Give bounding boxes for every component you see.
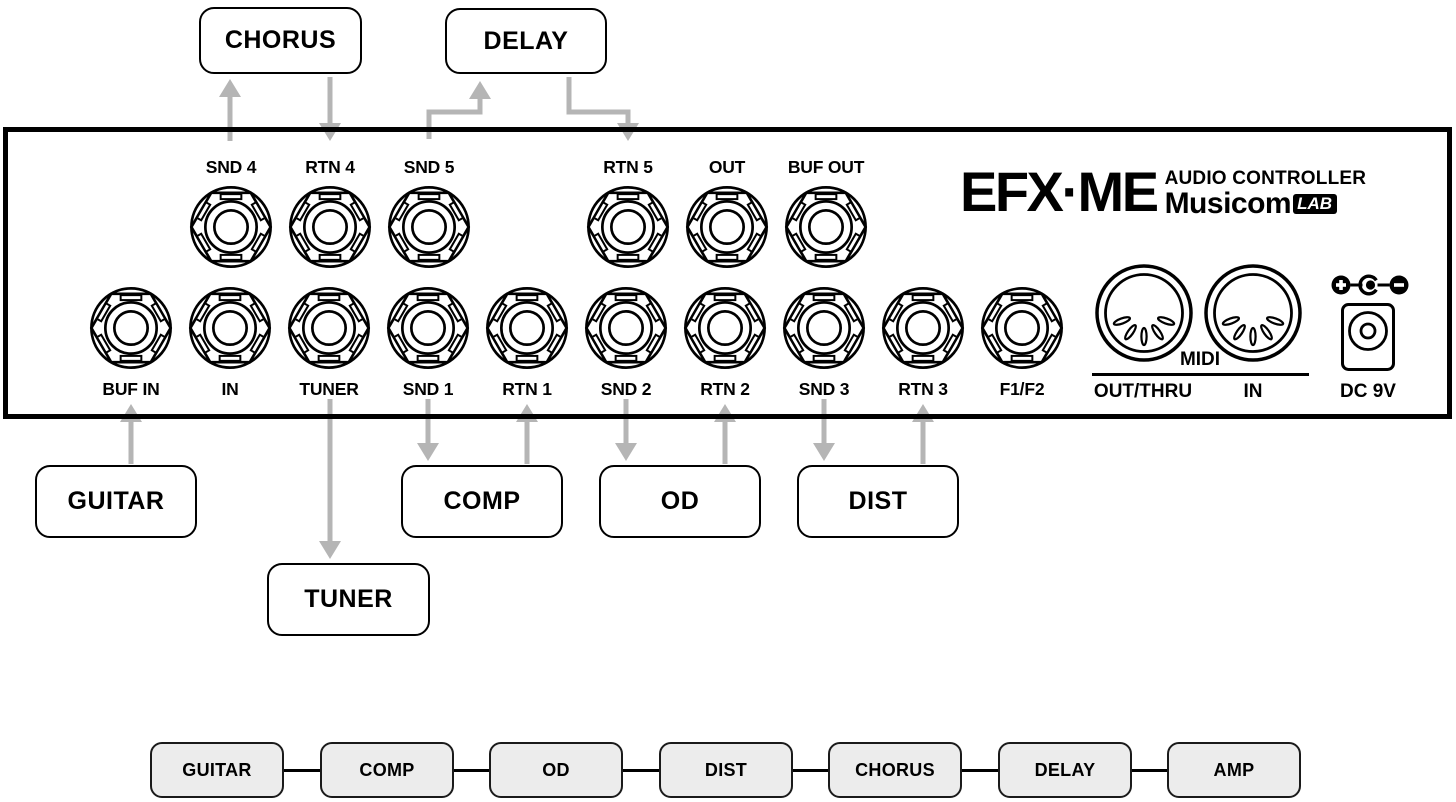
jack-label-bufin: BUF IN [102, 379, 160, 399]
pedal-box-dist: DIST [797, 465, 959, 538]
chain-item-dist-label: DIST [704, 759, 748, 780]
midi-group-label: MIDI [1179, 349, 1221, 370]
pedal-box-tuner-label: TUNER [304, 585, 393, 613]
jack-socket-icon-bufin [86, 283, 176, 373]
chain-item-guitar-label: GUITAR [182, 759, 252, 780]
jack-socket-icon-out [682, 182, 772, 272]
brand-maker-badge: LAB [1293, 194, 1338, 214]
chain-item-chorus: CHORUS [828, 742, 962, 798]
brand-tagline: AUDIO CONTROLLER [1164, 168, 1367, 189]
jack-socket-icon-rtn2 [680, 283, 770, 373]
chain-item-guitar: GUITAR [150, 742, 284, 798]
jack-label-snd1: SND 1 [402, 379, 454, 399]
jack-socket-icon-rtn5 [583, 182, 673, 272]
jack-label-f1f2: F1/F2 [999, 379, 1045, 399]
jack-label-rtn5: RTN 5 [603, 157, 653, 177]
midi-din-out-thru-icon [1094, 263, 1194, 363]
chain-item-delay-label: DELAY [1034, 759, 1096, 780]
jack-label-snd3: SND 3 [798, 379, 850, 399]
jack-socket-icon-tuner [284, 283, 374, 373]
chain-item-od-label: OD [542, 759, 570, 780]
chain-item-delay: DELAY [998, 742, 1132, 798]
jack-label-snd5: SND 5 [403, 157, 455, 177]
pedal-box-od: OD [599, 465, 761, 538]
pedal-box-guitar: GUITAR [35, 465, 197, 538]
chain-item-comp-label: COMP [359, 759, 415, 780]
midi-underline [1092, 373, 1309, 376]
pedal-box-delay: DELAY [445, 8, 607, 74]
chain-connector [284, 769, 320, 772]
pedal-box-comp-label: COMP [443, 487, 521, 515]
chain-item-amp-label: AMP [1213, 759, 1255, 780]
jack-socket-icon-snd4 [186, 182, 276, 272]
midi-out-thru-label: OUT/THRU [1093, 381, 1193, 402]
dc-jack-icon [1341, 303, 1395, 371]
jack-socket-icon-snd3 [779, 283, 869, 373]
jack-socket-icon-rtn3 [878, 283, 968, 373]
jack-socket-icon-in [185, 283, 275, 373]
brand-maker-name: Musicom [1164, 187, 1292, 220]
chain-item-amp: AMP [1167, 742, 1301, 798]
chain-connector [454, 769, 489, 772]
chain-item-dist: DIST [659, 742, 793, 798]
chain-connector [793, 769, 828, 772]
jack-socket-icon-bufout [781, 182, 871, 272]
brand-logo: EFX·ME AUDIO CONTROLLER Musicom LAB [960, 164, 1366, 220]
jack-label-rtn2: RTN 2 [700, 379, 750, 399]
jack-socket-icon-snd2 [581, 283, 671, 373]
jack-label-in: IN [221, 379, 239, 399]
jack-socket-icon-snd5 [384, 182, 474, 272]
jack-label-rtn1: RTN 1 [502, 379, 552, 399]
pedal-box-delay-label: DELAY [483, 26, 569, 55]
chain-item-od: OD [489, 742, 623, 798]
jack-socket-icon-snd1 [383, 283, 473, 373]
chain-connector [1132, 769, 1167, 772]
jack-socket-icon-rtn4 [285, 182, 375, 272]
chain-connector [623, 769, 659, 772]
pedal-box-guitar-label: GUITAR [67, 487, 165, 515]
jack-label-tuner: TUNER [299, 379, 359, 399]
pedal-box-dist-label: DIST [848, 487, 908, 515]
pedal-box-od-label: OD [660, 487, 700, 515]
jack-label-rtn4: RTN 4 [305, 157, 355, 177]
pedal-box-tuner: TUNER [267, 563, 430, 636]
jack-label-snd4: SND 4 [205, 157, 257, 177]
chain-item-chorus-label: CHORUS [855, 759, 935, 780]
pedal-box-comp: COMP [401, 465, 563, 538]
jack-label-snd2: SND 2 [600, 379, 652, 399]
pedal-box-chorus-label: CHORUS [224, 26, 337, 54]
pedal-box-chorus: CHORUS [199, 7, 362, 74]
dc-power-label: DC 9V [1340, 381, 1396, 402]
jack-label-bufout: BUF OUT [787, 157, 865, 177]
jack-label-out: OUT [708, 157, 746, 177]
midi-in-label: IN [1243, 381, 1263, 402]
polarity-icon [1331, 274, 1409, 296]
chain-item-comp: COMP [320, 742, 454, 798]
jack-socket-icon-f1f2 [977, 283, 1067, 373]
jack-label-rtn3: RTN 3 [898, 379, 948, 399]
chain-connector [962, 769, 998, 772]
brand-model-name: EFX·ME [960, 160, 1159, 223]
jack-socket-icon-rtn1 [482, 283, 572, 373]
midi-din-in-icon [1203, 263, 1303, 363]
